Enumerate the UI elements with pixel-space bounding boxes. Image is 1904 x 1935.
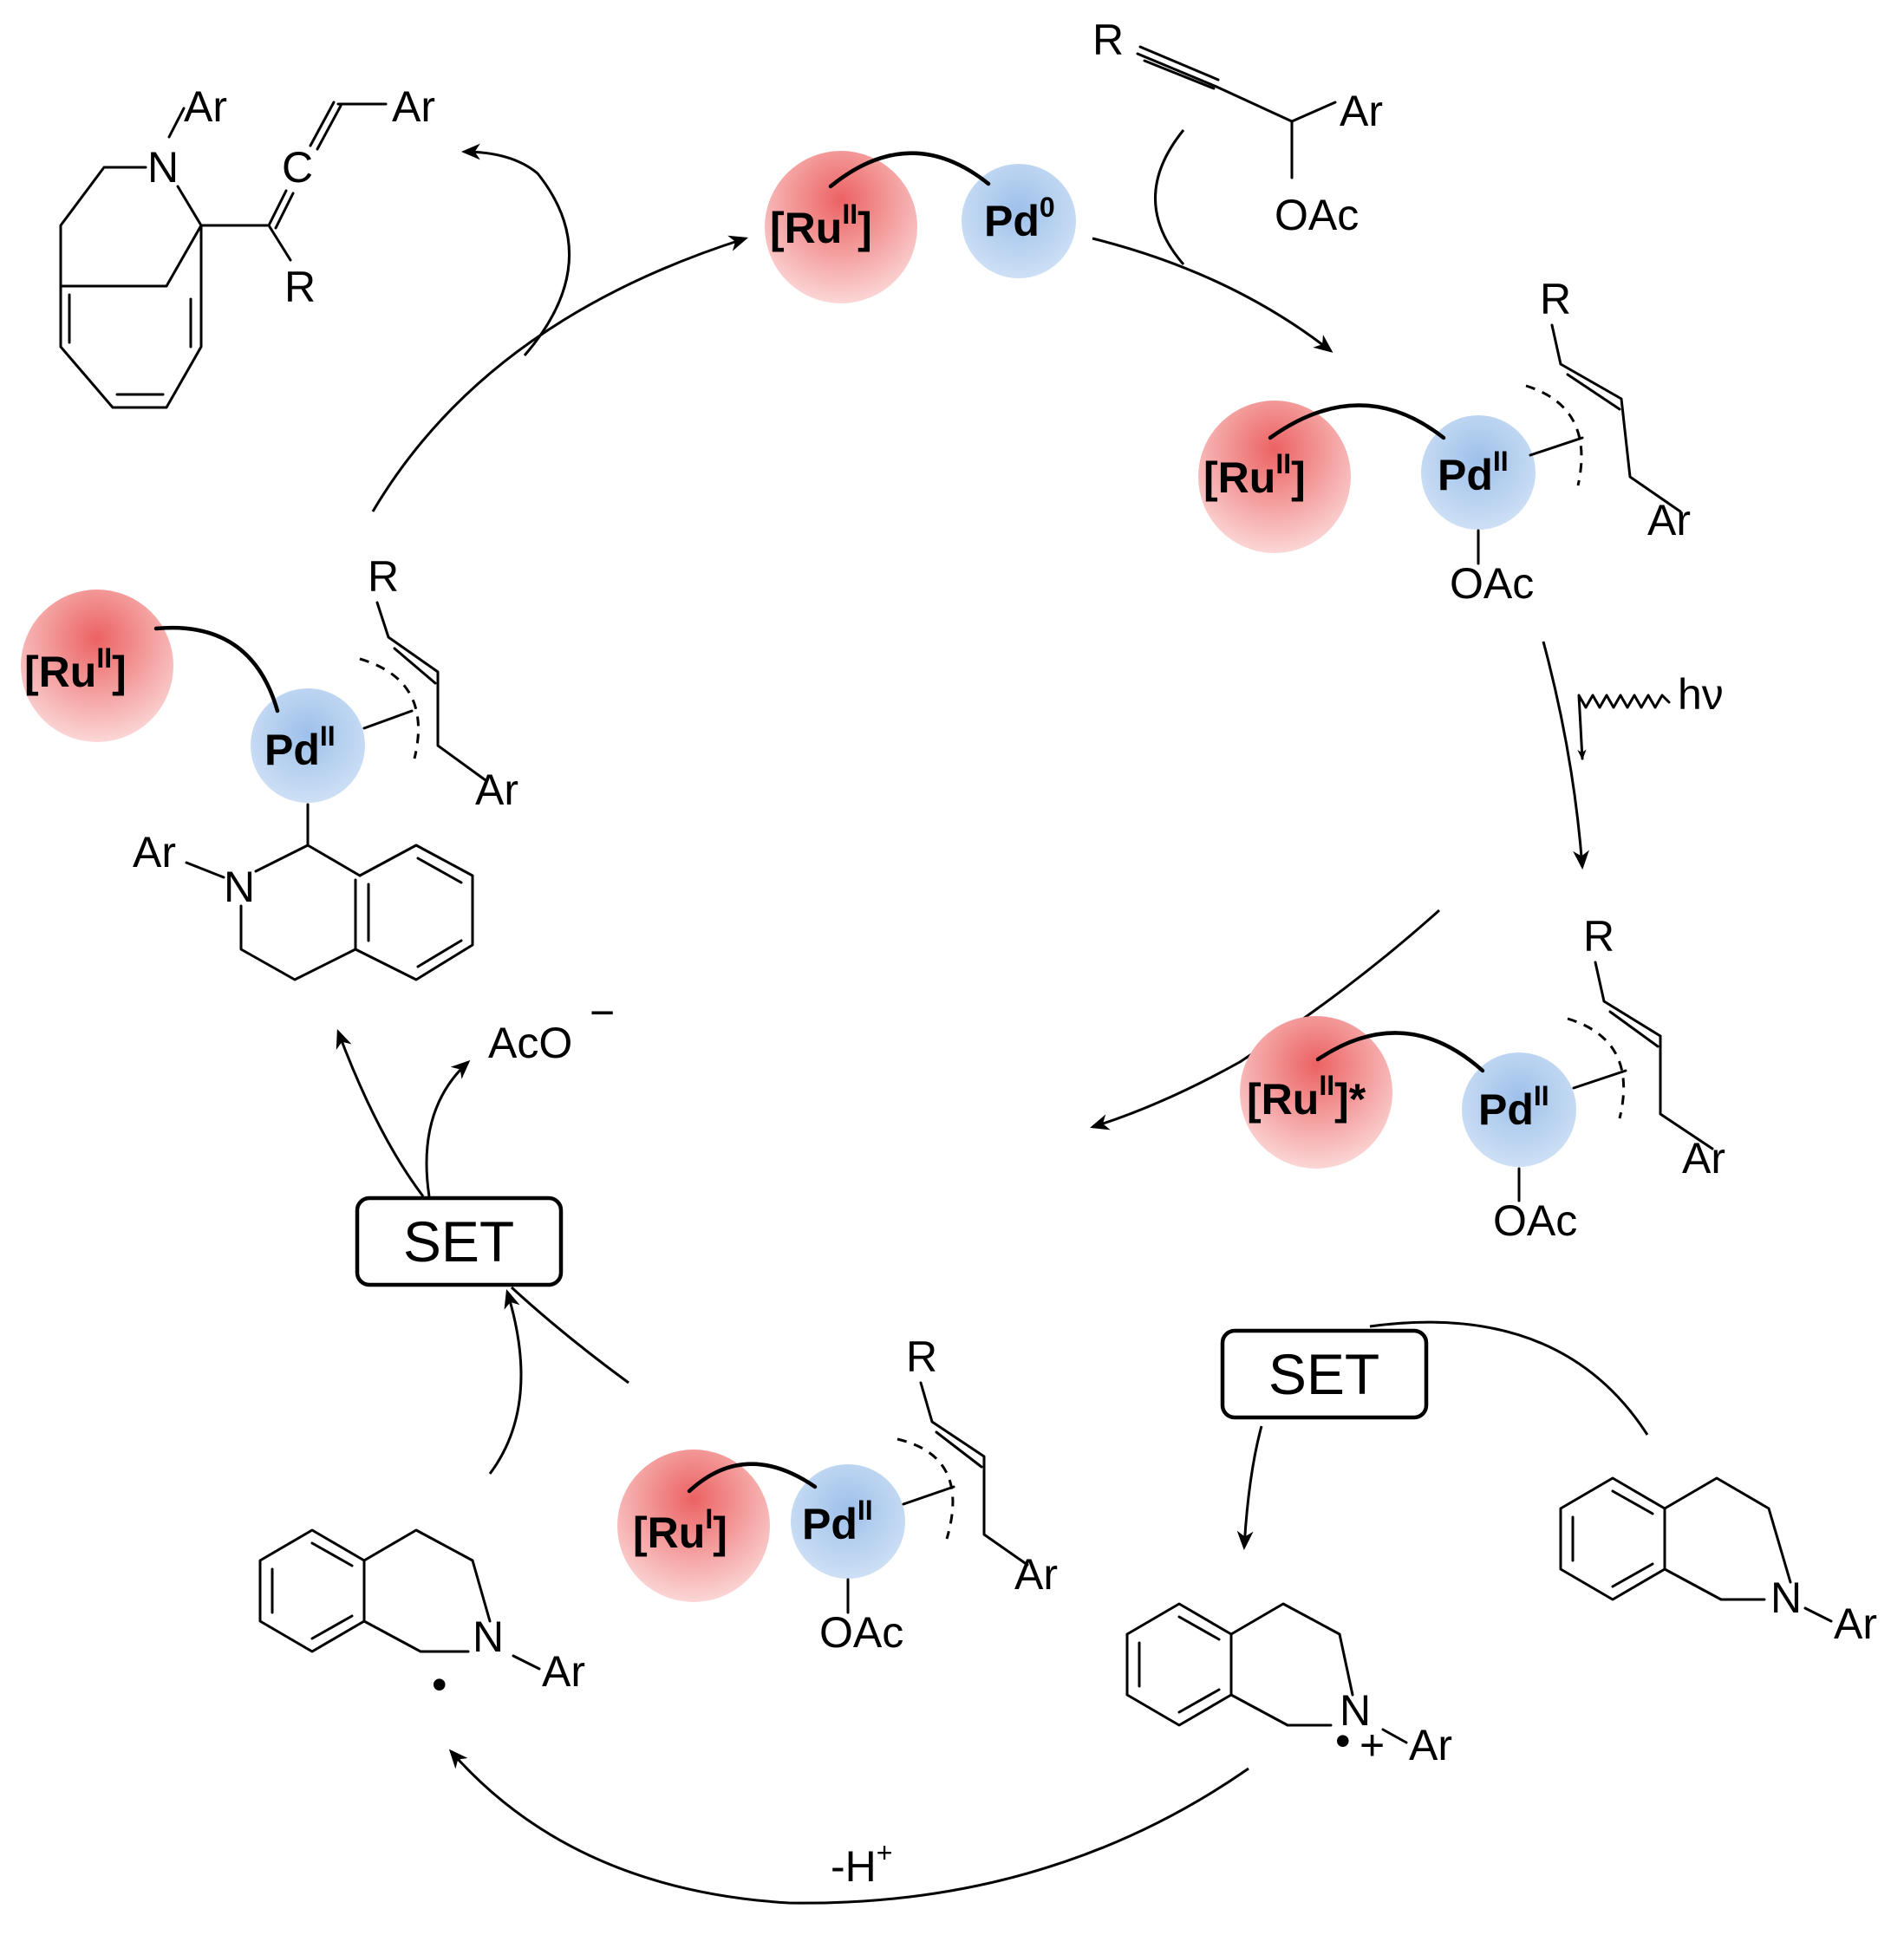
arrow-to-radical-cation: [1236, 1425, 1263, 1551]
excited-ru-pd2-complex: [RuII]* PdII R Ar OAc: [1240, 912, 1725, 1245]
svg-text:Ar: Ar: [133, 828, 176, 876]
svg-text:R: R: [1583, 912, 1614, 961]
svg-text:AcO: AcO: [488, 1019, 572, 1067]
cycle-arrow-product-release: [460, 143, 571, 356]
svg-text:C: C: [282, 143, 313, 192]
svg-text:•: •: [1335, 1717, 1351, 1765]
set-box-left: SET: [355, 1196, 564, 1287]
svg-text:Ar: Ar: [542, 1647, 585, 1696]
svg-text:Ar: Ar: [1409, 1721, 1452, 1769]
palladium-center-sphere: [1421, 415, 1536, 530]
set-amine-in-curve: [1369, 1320, 1649, 1436]
ru-i-to-set-curve: [510, 1286, 629, 1384]
ruthenium-center-sphere: [1198, 401, 1351, 553]
svg-text:Ar: Ar: [1682, 1134, 1725, 1182]
svg-text:R: R: [1092, 16, 1124, 64]
hv-wavy-arrow: [1577, 694, 1671, 760]
svg-text:R: R: [368, 552, 399, 601]
svg-text:Ar: Ar: [1014, 1550, 1058, 1599]
propargylic-acetate-substrate: R Ar OAc: [1092, 16, 1383, 239]
cycle-arrow-oxidative-addition: [1092, 237, 1333, 353]
n-aryl-tetrahydroisoquinoline: N Ar: [1559, 1476, 1877, 1648]
allenyl-thiq-product: Ar N C Ar R: [59, 82, 435, 409]
svg-text:PdII: PdII: [1478, 1080, 1549, 1134]
svg-text:+: +: [1360, 1721, 1385, 1769]
arrow-deprotonation: [448, 1749, 1249, 1905]
ruthenium-center-sphere: [1240, 1016, 1392, 1169]
ruthenium-center-sphere: [765, 151, 917, 303]
svg-text:[RuII]: [RuII]: [770, 199, 872, 252]
svg-text:Ar: Ar: [392, 82, 435, 131]
svg-text:R: R: [284, 263, 316, 311]
palladium-center-sphere: [791, 1464, 905, 1579]
svg-text:R: R: [1540, 275, 1571, 323]
svg-text:N: N: [473, 1612, 504, 1661]
svg-text:-H+: -H+: [831, 1837, 892, 1891]
substrate-entry-curve: [1154, 129, 1185, 265]
ru-pd2-allyl-complex: [RuII] PdII R Ar OAc: [1198, 275, 1691, 608]
svg-text:[RuII]: [RuII]: [1203, 448, 1306, 502]
svg-text:PdII: PdII: [264, 720, 336, 774]
radical-to-set-curve: [488, 1288, 523, 1475]
palladium-center-sphere: [962, 164, 1076, 278]
ru-i-pd2-complex: [RuI] PdII R Ar OAc: [617, 1332, 1058, 1657]
svg-text:Ar: Ar: [475, 766, 518, 814]
svg-text:PdII: PdII: [1438, 446, 1509, 499]
light-label: hν: [1678, 670, 1724, 719]
svg-text:SET: SET: [403, 1209, 514, 1274]
svg-text:N: N: [224, 863, 255, 911]
palladium-center-sphere: [1462, 1052, 1576, 1167]
svg-text:OAc: OAc: [1275, 191, 1359, 239]
svg-text:Pd0: Pd0: [984, 192, 1055, 245]
palladium-center-sphere: [251, 688, 365, 803]
svg-text:[RuII]: [RuII]: [24, 642, 127, 696]
set-to-acetate-arrow: [425, 1059, 471, 1197]
alpha-amino-radical: N • Ar: [258, 1528, 585, 1709]
svg-text:N: N: [1770, 1573, 1802, 1622]
svg-text:•: •: [432, 1660, 447, 1709]
set-box-right: SET: [1220, 1328, 1429, 1420]
ruthenium-center-sphere: [617, 1450, 770, 1602]
ru-pd0-catalyst: [RuII] Pd0: [765, 151, 1076, 303]
svg-text:N: N: [1340, 1686, 1371, 1735]
svg-text:R: R: [906, 1332, 937, 1381]
svg-text:OAc: OAc: [1493, 1196, 1577, 1245]
svg-text:−: −: [590, 988, 615, 1037]
deprotonation-label: -H+: [831, 1837, 892, 1891]
amine-radical-cation: N • + Ar: [1125, 1602, 1452, 1769]
svg-text:[RuII]*: [RuII]*: [1247, 1070, 1366, 1124]
ru-pd2-amine-complex: [RuII] PdII R Ar N Ar: [21, 552, 518, 981]
svg-text:PdII: PdII: [802, 1495, 873, 1548]
svg-text:OAc: OAc: [819, 1608, 903, 1657]
svg-text:Ar: Ar: [184, 82, 227, 131]
acetate-anion-label: AcO −: [488, 988, 615, 1067]
svg-text:N: N: [147, 143, 179, 192]
cycle-arrow-photoexcitation: [1542, 641, 1589, 870]
svg-text:Ar: Ar: [1340, 87, 1383, 135]
set-to-pd-complex-arrow: [336, 1029, 425, 1197]
ruthenium-center-sphere: [21, 590, 173, 742]
svg-text:OAc: OAc: [1450, 559, 1534, 608]
svg-text:[RuI]: [RuI]: [633, 1503, 727, 1557]
cycle-arrow-to-pd0: [371, 235, 748, 512]
svg-text:SET: SET: [1268, 1342, 1379, 1406]
svg-text:Ar: Ar: [1647, 496, 1691, 544]
svg-text:Ar: Ar: [1834, 1599, 1877, 1648]
